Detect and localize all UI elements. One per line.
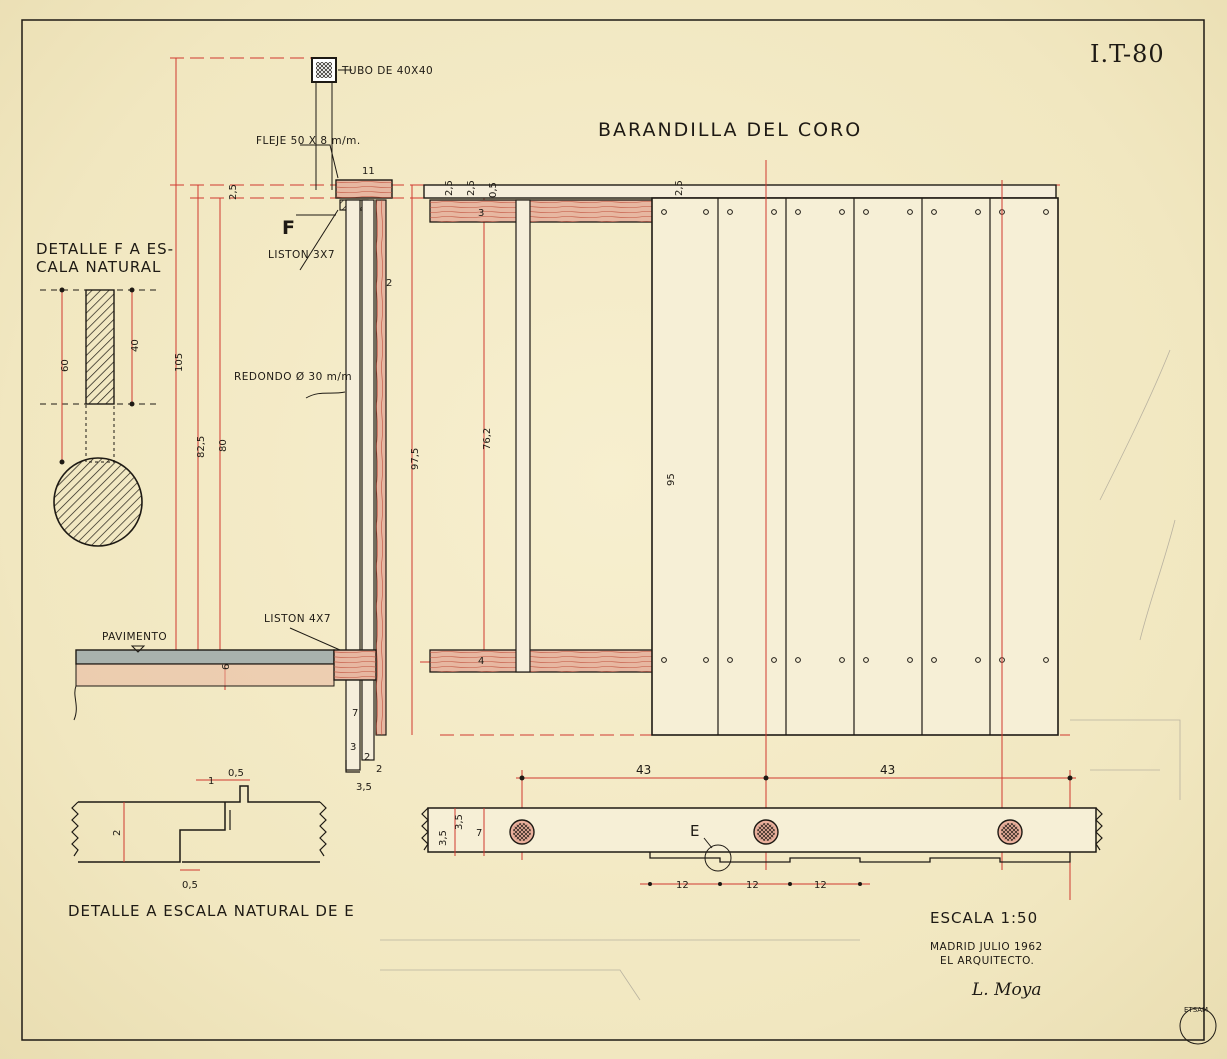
screw-hole (931, 209, 937, 215)
dim-3-5: 3,5 (356, 782, 372, 793)
dim-12-c: 12 (814, 880, 827, 891)
dim-3-5-c: 3,5 (454, 814, 465, 830)
screw-hole (863, 209, 869, 215)
detail-f-strap (85, 289, 115, 405)
plan-section (421, 775, 1103, 886)
dim-105: 105 (174, 353, 185, 372)
dim-43-a: 43 (636, 763, 651, 777)
mark-e: E (690, 822, 700, 840)
dim-7: 7 (352, 708, 358, 719)
label-pavimento: PAVIMENTO (102, 631, 167, 643)
dim-2-5-top: 2,5 (228, 184, 239, 200)
dim-3-b: 3 (478, 208, 484, 219)
label-fleje: FLEJE 50 X 8 m/m. (256, 135, 361, 147)
leader-lines (289, 144, 346, 651)
dim-82-5: 82,5 (196, 436, 207, 458)
dim-2-5-c: 2,5 (466, 180, 477, 196)
architect-signature: L. Moya (971, 980, 1041, 1000)
screw-hole (975, 209, 981, 215)
dim-2-a: 2 (386, 278, 392, 289)
pencil-traces (380, 349, 1181, 1001)
drawing-id: I.T-80 (1090, 40, 1165, 68)
school-seal (1179, 1007, 1217, 1045)
screw-hole (907, 657, 913, 663)
dim-2-e: 2 (112, 830, 123, 836)
label-liston-top: LISTON 3X7 (268, 249, 335, 261)
floor-slab (75, 649, 335, 665)
label-redondo: REDONDO Ø 30 m/m (234, 371, 352, 383)
screw-hole (975, 657, 981, 663)
screw-hole (771, 209, 777, 215)
section-dimension-lines (175, 58, 669, 735)
elevation-round-bar (515, 199, 531, 673)
place-date: MADRID JULIO 1962 (930, 941, 1043, 953)
dim-3: 3 (350, 742, 356, 753)
dim-1: 1 (208, 776, 214, 787)
dimension-labels: 11 2,5 2 105 82,5 80 97,5 76,2 95 6 7 3 … (60, 166, 895, 891)
board-panel (651, 197, 1059, 736)
screw-hole (931, 657, 937, 663)
dim-6: 6 (221, 664, 232, 670)
dim-0-5: 0,5 (488, 182, 499, 198)
floor-substrate (75, 663, 335, 687)
dim-3-5-b: 3,5 (438, 830, 449, 846)
elevation-top-rail (423, 184, 1057, 199)
screw-hole (703, 209, 709, 215)
detail-f-title-1: DETALLE F A ES- (36, 240, 174, 258)
detail-f-title-2: CALA NATURAL (36, 258, 161, 276)
dim-60: 60 (60, 359, 71, 372)
screw-hole (727, 657, 733, 663)
round-bar-30mm (345, 199, 361, 771)
dim-40: 40 (130, 339, 141, 352)
detail-f-bar (53, 457, 143, 547)
dim-76-2: 76,2 (482, 428, 493, 450)
dim-11: 11 (362, 166, 375, 177)
dim-2-c: 2 (376, 764, 382, 775)
dim-4: 4 (478, 656, 484, 667)
dim-2-b: 2 (364, 752, 370, 763)
screw-hole (863, 657, 869, 663)
detail-f (40, 287, 160, 547)
dim-12-a: 12 (676, 880, 689, 891)
detail-e (71, 779, 327, 871)
screw-hole (795, 657, 801, 663)
label-liston-bottom: LISTON 4X7 (264, 613, 331, 625)
dim-2-5-b: 2,5 (444, 180, 455, 196)
screw-hole (703, 657, 709, 663)
dim-12-b: 12 (746, 880, 759, 891)
architect-role: EL ARQUITECTO. (940, 955, 1034, 967)
sheet-border (21, 19, 1205, 1041)
stamp-text: ETSAM (1184, 1006, 1208, 1014)
screw-hole (661, 209, 667, 215)
screw-hole (771, 657, 777, 663)
screw-hole (661, 657, 667, 663)
screw-hole (907, 209, 913, 215)
dim-2-5-d: 2,5 (674, 180, 685, 196)
drawing-title: BARANDILLA DEL CORO (598, 119, 862, 141)
mark-f: F (282, 217, 296, 239)
screw-hole (839, 209, 845, 215)
dim-0-5-b: 0,5 (228, 768, 244, 779)
detail-e-title: DETALLE A ESCALA NATURAL DE E (68, 902, 355, 920)
screw-hole (795, 209, 801, 215)
plan-rail (427, 807, 1097, 853)
dim-80: 80 (218, 439, 229, 452)
detail-e-marker (704, 844, 732, 872)
scale-label: ESCALA 1:50 (930, 909, 1038, 927)
screw-hole (839, 657, 845, 663)
screw-hole (1043, 657, 1049, 663)
dim-0-5-c: 0,5 (182, 880, 198, 891)
elevation (423, 160, 1071, 900)
screw-hole (1043, 209, 1049, 215)
dim-43-b: 43 (880, 763, 895, 777)
label-tube: TUBO DE 40X40 (341, 65, 433, 77)
dim-95: 95 (666, 473, 677, 486)
dim-97-5: 97,5 (410, 448, 421, 470)
screw-hole (727, 209, 733, 215)
dim-7-b: 7 (476, 828, 482, 839)
